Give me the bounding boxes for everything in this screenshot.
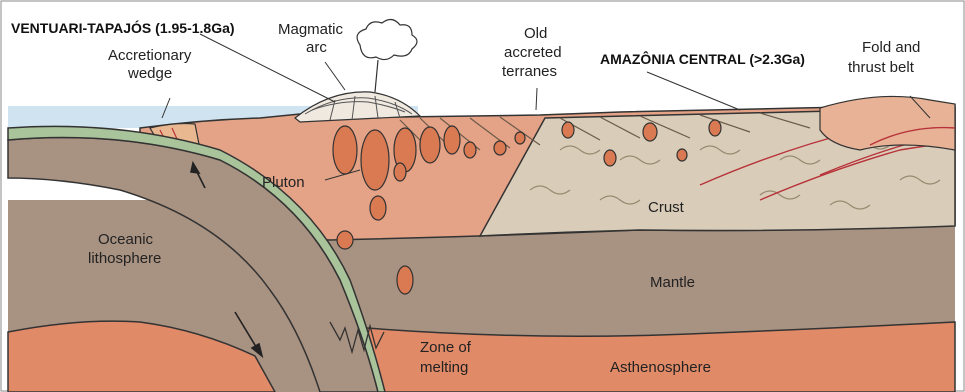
oceanic-label-line1: Oceanic <box>98 231 154 248</box>
old-terranes-label-line1: Old <box>524 25 547 42</box>
magmatic-arc-label-line2: arc <box>306 39 327 56</box>
mantle-label: Mantle <box>650 274 695 291</box>
old-terranes-label-line3: terranes <box>502 63 557 80</box>
pluton-label: Pluton <box>262 174 305 191</box>
crust-label: Crust <box>648 199 685 216</box>
fold-belt-label-line2: thrust belt <box>848 59 915 76</box>
ventuari-label: VENTUARI-TAPAJÓS (1.95-1.8Ga) <box>11 19 235 36</box>
oceanic-label-line2: lithosphere <box>88 250 161 267</box>
melting-zone-label-line1: Zone of <box>420 339 472 356</box>
asthenosphere-label: Asthenosphere <box>610 359 711 376</box>
magmatic-arc-label-line1: Magmatic <box>278 21 344 38</box>
thrust-belt <box>820 96 955 150</box>
amazonia-label: AMAZÔNIA CENTRAL (>2.3Ga) <box>600 50 805 67</box>
melting-zone-label-line2: melting <box>420 359 468 376</box>
old-terranes-label-line2: accreted <box>504 44 562 61</box>
fold-belt-label-line1: Fold and <box>862 39 920 56</box>
accretionary-label-line2: wedge <box>127 65 172 82</box>
accretionary-label-line1: Accretionary <box>108 47 192 64</box>
